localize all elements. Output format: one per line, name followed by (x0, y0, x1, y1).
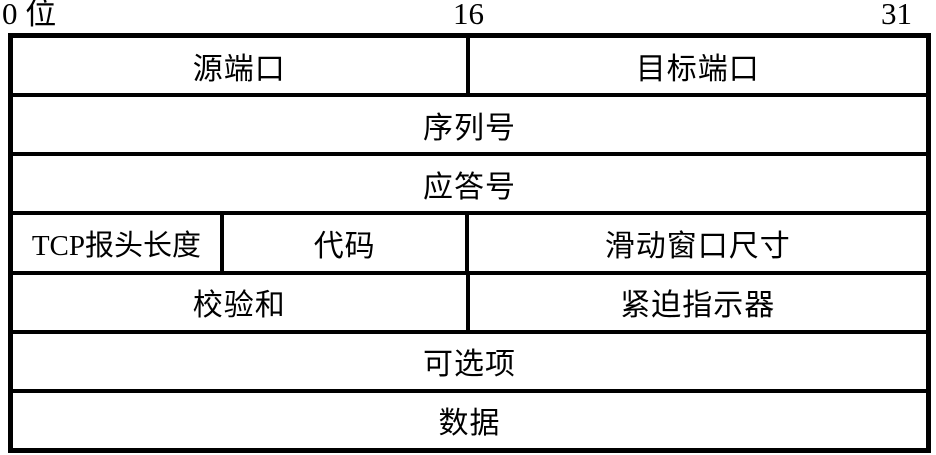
table-row-options: 可选项 (13, 334, 926, 393)
field-sequence-number: 序列号 (423, 111, 516, 145)
field-urgent-pointer: 紧迫指示器 (620, 289, 776, 323)
bit-label-31: 31 (881, 0, 912, 31)
field-tcp-header-length: TCP报头长度 (13, 215, 224, 271)
field-checksum: 校验和 (13, 274, 470, 330)
table-row-length-code-window: TCP报头长度 代码 滑动窗口尺寸 (13, 215, 926, 275)
tcp-header-table: 源端口 目标端口 序列号 应答号 TCP报头长度 代码 滑动窗口尺寸 校验和 紧… (8, 33, 931, 453)
field-code: 代码 (224, 215, 470, 271)
table-row-checksum-urgent: 校验和 紧迫指示器 (13, 274, 926, 334)
table-row-data: 数据 (13, 393, 926, 448)
table-row-sequence: 序列号 (13, 97, 926, 157)
table-row-ack: 应答号 (13, 156, 926, 216)
field-destination-port: 目标端口 (635, 52, 760, 86)
field-source-port: 源端口 (13, 38, 470, 94)
field-ack-number: 应答号 (423, 170, 516, 204)
field-data: 数据 (438, 407, 501, 441)
table-row-ports: 源端口 目标端口 (13, 38, 926, 98)
field-options: 可选项 (423, 348, 516, 382)
bit-label-0: 0 位 (2, 0, 57, 31)
bit-label-16: 16 (453, 0, 484, 31)
field-window-size: 滑动窗口尺寸 (604, 229, 791, 263)
